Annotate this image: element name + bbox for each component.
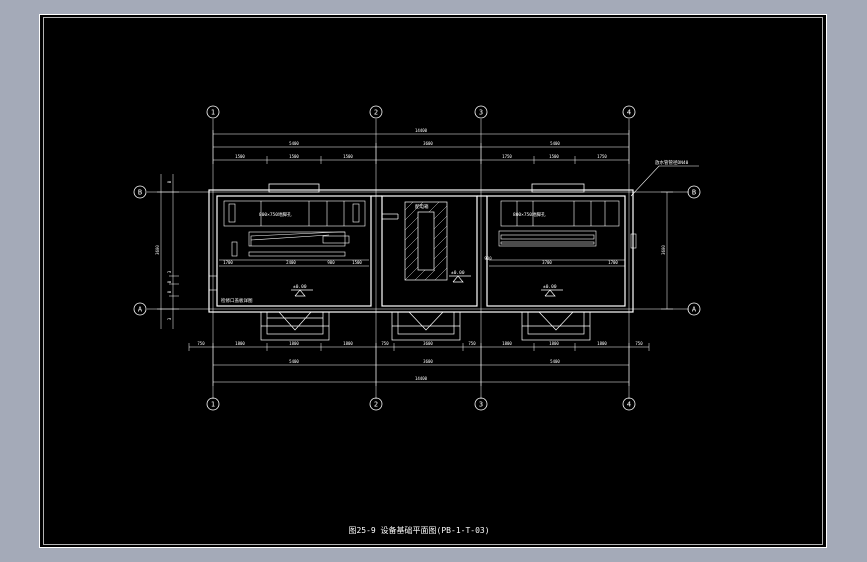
- dim-inner-right-3: 900: [484, 256, 492, 261]
- dim-inner-left-4: 1500: [352, 260, 362, 265]
- entrance-steps: [260, 311, 591, 341]
- top-vents: [268, 183, 585, 193]
- dim-inner-left-1: 1700: [223, 260, 233, 265]
- axis-label-left-a: A: [138, 306, 143, 314]
- dim-bottom-detail-9: 1800: [549, 341, 559, 346]
- axis-lines: [147, 119, 689, 399]
- dim-right-side: 3600: [661, 245, 666, 255]
- dim-bottom-span-2: 3600: [423, 359, 433, 364]
- axis-label-top-1: 1: [211, 109, 215, 117]
- axis-label-top-2: 2: [374, 109, 378, 117]
- dim-top-span-3: 5400: [550, 141, 560, 146]
- dim-top-detail-6: 1750: [597, 154, 607, 159]
- dim-top-detail-3: 1500: [343, 154, 353, 159]
- dim-bottom-detail-4: 1800: [343, 341, 353, 346]
- dim-top-detail-1: 1500: [235, 154, 245, 159]
- dim-bottom-detail-8: 1800: [502, 341, 512, 346]
- axis-label-right-b: B: [692, 189, 696, 197]
- axis-label-bottom-4: 4: [627, 401, 631, 409]
- dim-bottom-total: 14400: [415, 376, 428, 381]
- dim-left-4: 8: [167, 280, 172, 283]
- dim-top-detail-5: 1500: [549, 154, 559, 159]
- dim-top-span-1: 5400: [289, 141, 299, 146]
- axis-label-bottom-3: 3: [479, 401, 483, 409]
- center-hatch: [404, 201, 448, 281]
- dim-left-5: 8: [167, 290, 172, 293]
- dim-inner-left-2: 2400: [286, 260, 296, 265]
- dim-bottom-detail-7: 750: [468, 341, 476, 346]
- note-drain-pipe: 放水管管径DN40: [655, 159, 689, 166]
- dim-bottom-detail-5: 750: [381, 341, 389, 346]
- right-room-equipment: [489, 200, 637, 267]
- inner-frame: [43, 17, 823, 545]
- dim-left-3: 3: [167, 270, 172, 273]
- dim-bottom-detail-1: 750: [197, 341, 205, 346]
- note-elev-left: ±0.00: [293, 284, 307, 290]
- dim-inner-right-2: 1700: [608, 260, 618, 265]
- axis-bubbles: [133, 105, 701, 411]
- elevation-markers: [291, 275, 563, 297]
- left-dimension-lines: [157, 174, 179, 329]
- note-left-room: 800×750地脚孔: [259, 211, 292, 218]
- dim-inner-right-1: 3700: [542, 260, 552, 265]
- dim-bottom-detail-2: 1800: [235, 341, 245, 346]
- dim-top-detail-4: 1750: [502, 154, 512, 159]
- left-room-equipment: [208, 200, 369, 291]
- dim-top-span-2: 3600: [423, 141, 433, 146]
- note-leader: [630, 165, 699, 197]
- dim-bottom-span-3: 5400: [550, 359, 560, 364]
- note-elev-right: ±0.00: [543, 284, 557, 290]
- dim-inner-left-3: 900: [327, 260, 335, 265]
- dim-left-2: 3600: [155, 245, 160, 255]
- note-right-room: 800×750地脚孔: [513, 211, 546, 218]
- dim-bottom-detail-6: 3600: [423, 341, 433, 346]
- dim-top-detail-2: 1500: [289, 154, 299, 159]
- outer-frame: [39, 14, 827, 548]
- dim-left-1: 8: [167, 180, 172, 183]
- dim-top-total: 14400: [415, 128, 428, 133]
- axis-label-top-4: 4: [627, 109, 631, 117]
- dim-bottom-detail-11: 750: [635, 341, 643, 346]
- top-dimension-lines: [212, 130, 630, 164]
- note-center: 配电箱: [415, 203, 429, 210]
- floor-plan-drawing: 1 2 3 4 1 2 3 4 B A B A 14400 5400 3600 …: [39, 14, 827, 548]
- dim-left-6: 3: [167, 317, 172, 320]
- bottom-dimension-lines: [188, 343, 650, 386]
- axis-label-left-b: B: [138, 189, 142, 197]
- center-equipment: [382, 201, 448, 281]
- drawing-caption: 图25-9 设备基础平面图(PB-1-T-03): [348, 525, 489, 535]
- dim-bottom-span-1: 5400: [289, 359, 299, 364]
- dim-bottom-detail-10: 1800: [597, 341, 607, 346]
- axis-label-right-a: A: [692, 306, 697, 314]
- drawing-sheet: 1 2 3 4 1 2 3 4 B A B A 14400 5400 3600 …: [39, 14, 827, 548]
- right-dimension-lines: [661, 191, 673, 310]
- axis-label-bottom-1: 1: [211, 401, 215, 409]
- axis-label-top-3: 3: [479, 109, 483, 117]
- note-elev-center: ±0.00: [451, 270, 465, 276]
- axis-label-bottom-2: 2: [374, 401, 378, 409]
- dim-bottom-detail-3: 1800: [289, 341, 299, 346]
- note-bottom-left: 检修口盖板详图: [221, 297, 253, 304]
